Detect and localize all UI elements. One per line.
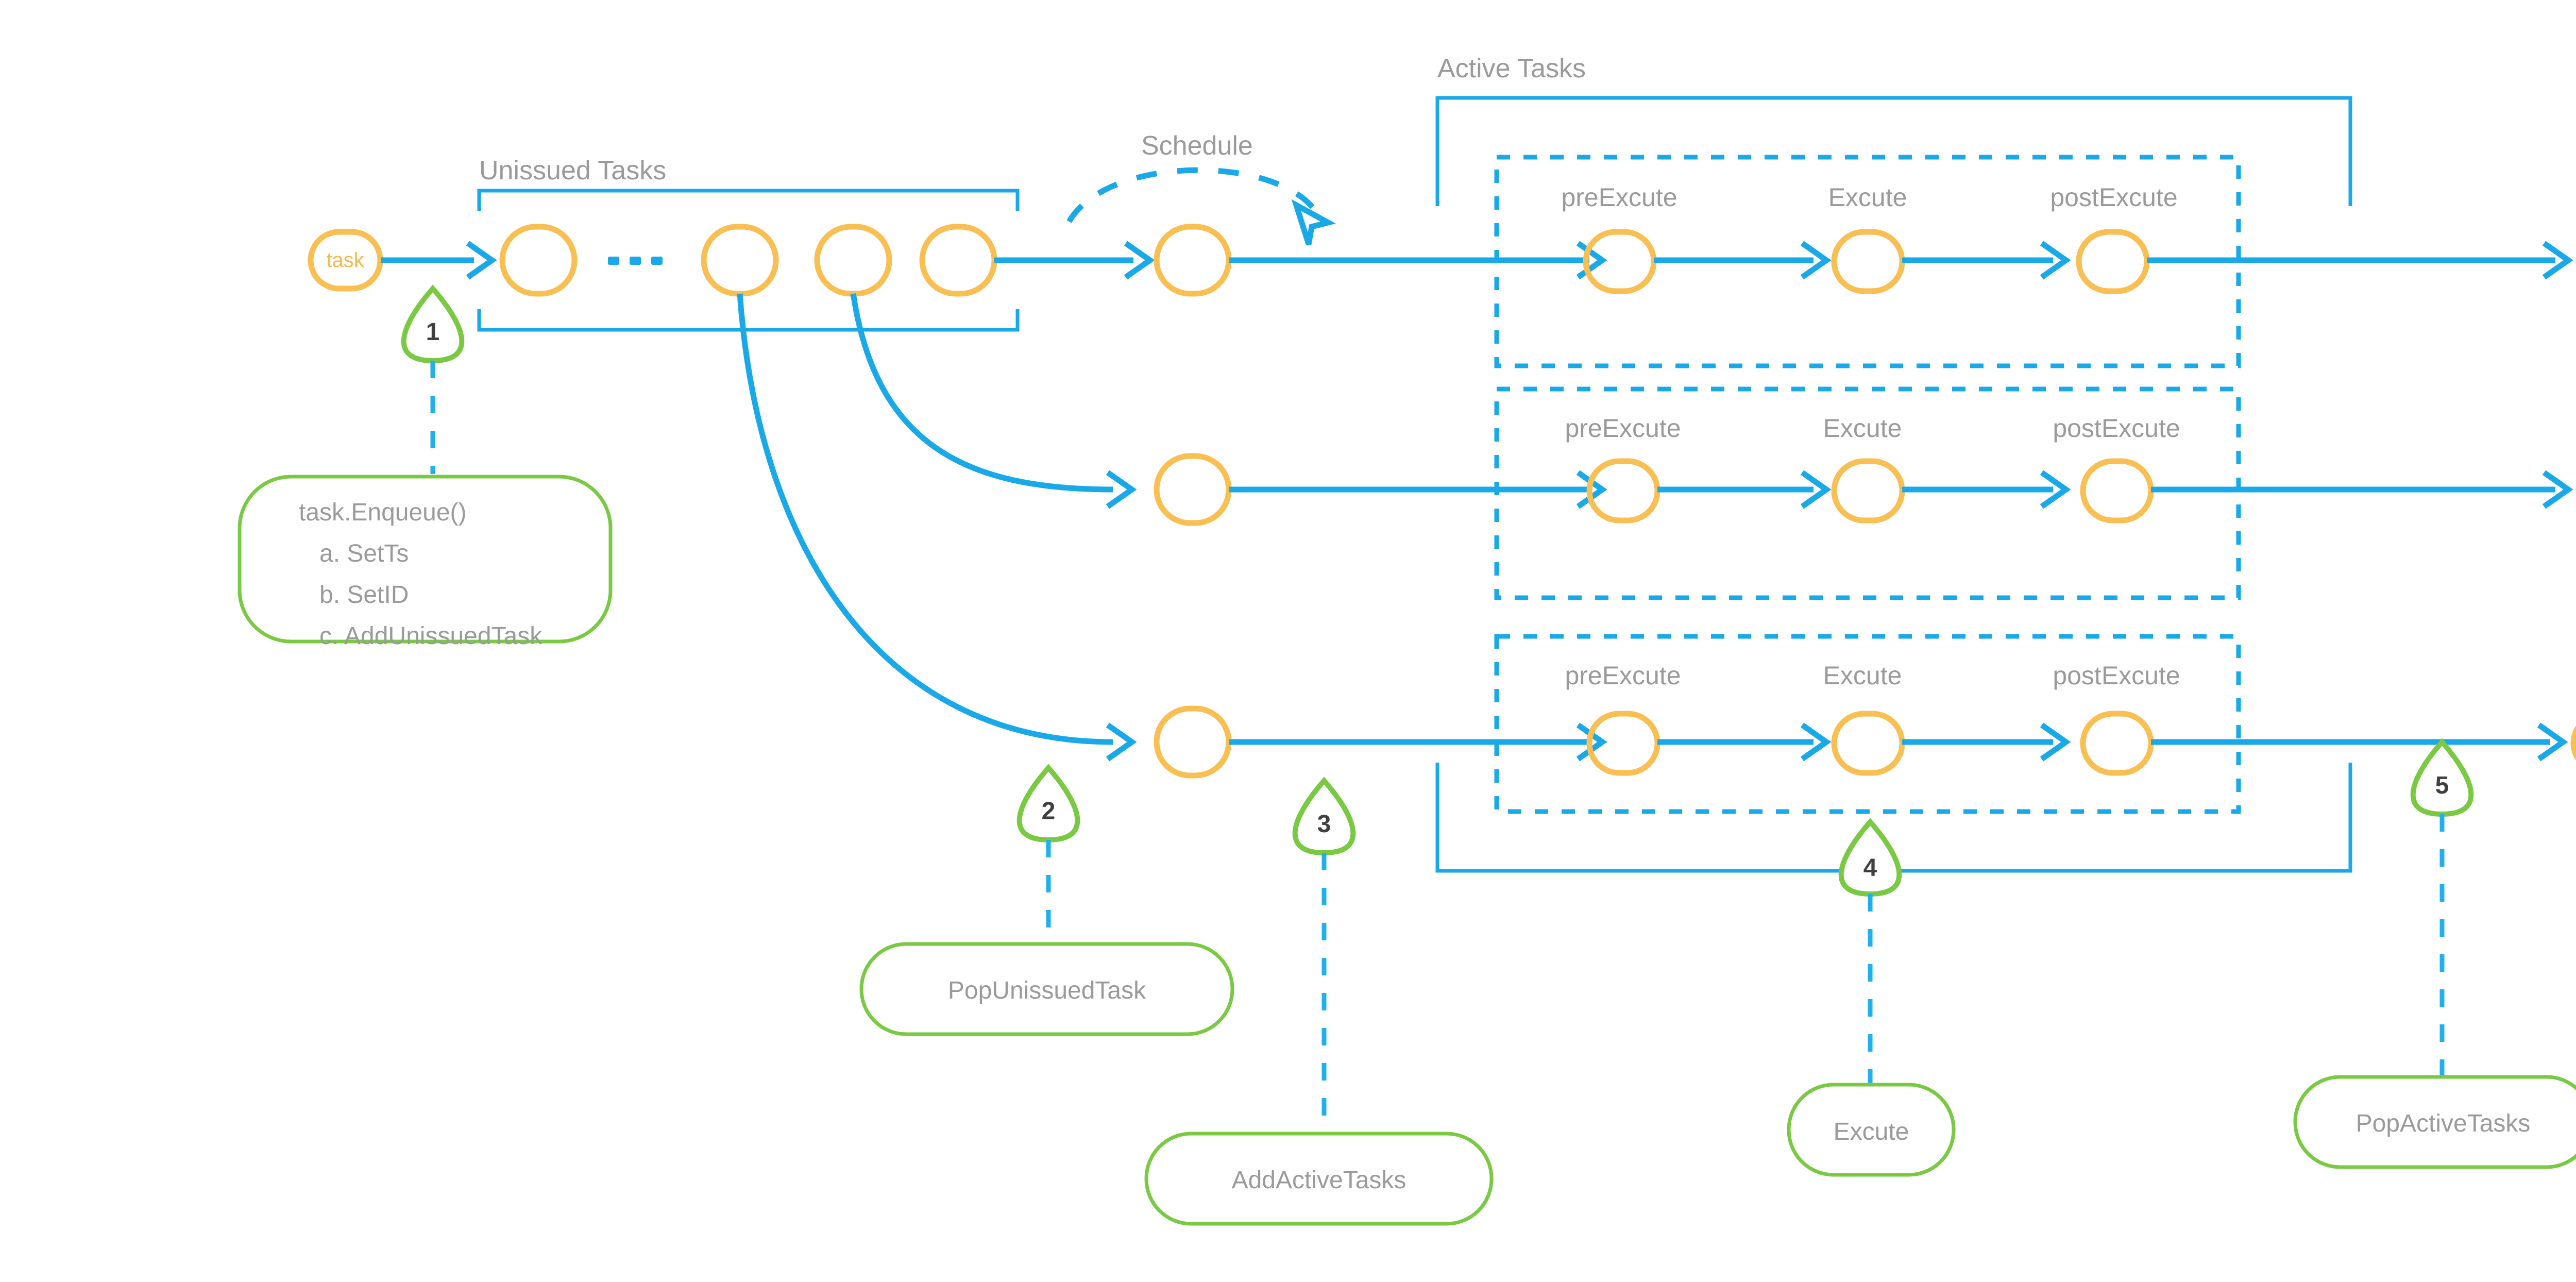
lane-3-stage-label-main: Excute: [1823, 661, 1902, 690]
schedule-node-lane2[interactable]: [1154, 453, 1232, 526]
pin-5[interactable]: 5: [2410, 738, 2474, 817]
lane-3-end-node[interactable]: [2570, 715, 2576, 771]
pin-5-number: 5: [2435, 772, 2449, 799]
active-tasks-bracket: [1435, 96, 2352, 873]
curve-queue3-to-lane2: [850, 293, 1137, 509]
note-pop-unissued[interactable]: PopUnissuedTask: [859, 942, 1234, 1036]
lane-3-dashed-box: [1494, 634, 2241, 814]
schedule-node-lane3[interactable]: [1154, 705, 1232, 779]
queue-node-3[interactable]: [814, 224, 892, 297]
start-node-label: task: [326, 249, 364, 272]
queue-ellipsis: [608, 257, 663, 265]
lane-1-stage-label-post: postExcute: [2050, 183, 2177, 212]
lane-3-stage-label-pre: preExcute: [1565, 661, 1681, 690]
schedule-node-lane1[interactable]: [1154, 224, 1232, 297]
note-add-active-label: AddActiveTasks: [1232, 1167, 1406, 1194]
schedule-label: Schedule: [1141, 131, 1253, 161]
note-pop-active-label: PopActiveTasks: [2356, 1110, 2531, 1137]
pin-4[interactable]: 4: [1838, 818, 1902, 897]
pin-2[interactable]: 2: [1016, 764, 1080, 843]
lane-3: preExcute Excute postExcute: [1229, 634, 2576, 814]
lane-3-stage-label-post: postExcute: [2053, 661, 2180, 690]
unissued-tasks-label: Unissued Tasks: [479, 156, 666, 185]
pin-2-number: 2: [1042, 798, 1056, 825]
lane-2-stage-label-post: postExcute: [2053, 414, 2180, 443]
note-enqueue-step-c: c. AddUnissuedTask: [319, 622, 543, 650]
unissued-tasks-bracket: [477, 189, 1020, 332]
arrow-task-to-queue: [381, 241, 497, 280]
queue-node-4[interactable]: [919, 224, 997, 297]
lane-2-dashed-box: [1494, 386, 2241, 600]
arrow-queue-to-schedule: [994, 241, 1155, 280]
active-tasks-label: Active Tasks: [1437, 54, 1586, 83]
lane-2-node-postexcute[interactable]: [2080, 458, 2154, 524]
curve-queue2-to-lane3: [737, 293, 1137, 762]
schedule-dashed-arrow: [1066, 167, 1336, 245]
queue-node-1[interactable]: [499, 224, 578, 297]
lane-3-node-postexcute[interactable]: [2080, 711, 2154, 776]
note-pop-active[interactable]: PopActiveTasks: [2293, 1075, 2576, 1169]
pin-1[interactable]: 1: [401, 284, 465, 364]
note-excute-label: Excute: [1834, 1118, 1909, 1145]
pin-4-number: 4: [1863, 854, 1877, 882]
note-add-active[interactable]: AddActiveTasks: [1144, 1132, 1494, 1226]
note-pop-unissued-label: PopUnissuedTask: [948, 977, 1146, 1004]
pin-3[interactable]: 3: [1292, 777, 1356, 856]
note-enqueue-step-a: a. SetTs: [319, 540, 409, 567]
note-enqueue-title: task.Enqueue(): [299, 499, 467, 526]
note-excute[interactable]: Excute: [1787, 1083, 1956, 1177]
lane-2-node-excute[interactable]: [1831, 458, 1905, 524]
lane-3-node-excute[interactable]: [1831, 711, 1905, 776]
lane-2: preExcute Excute postExcute: [1229, 386, 2576, 600]
note-enqueue[interactable]: task.Enqueue() a. SetTs b. SetID c. AddU…: [238, 475, 613, 650]
lane-1-node-excute[interactable]: [1831, 229, 1905, 294]
pin-1-number: 1: [426, 318, 440, 346]
queue-node-2[interactable]: [701, 224, 779, 297]
lane-1: preExcute Excute postExcute: [1229, 155, 2576, 368]
start-node-task[interactable]: task: [308, 229, 383, 292]
note-enqueue-step-b: b. SetID: [319, 581, 409, 609]
lane-1-stage-label-pre: preExcute: [1561, 183, 1677, 212]
lane-1-node-postexcute[interactable]: [2076, 229, 2150, 294]
lane-2-stage-label-pre: preExcute: [1565, 414, 1681, 443]
lane-2-stage-label-main: Excute: [1823, 414, 1902, 443]
lane-1-stage-label-main: Excute: [1828, 183, 1907, 212]
pin-3-number: 3: [1317, 811, 1331, 838]
